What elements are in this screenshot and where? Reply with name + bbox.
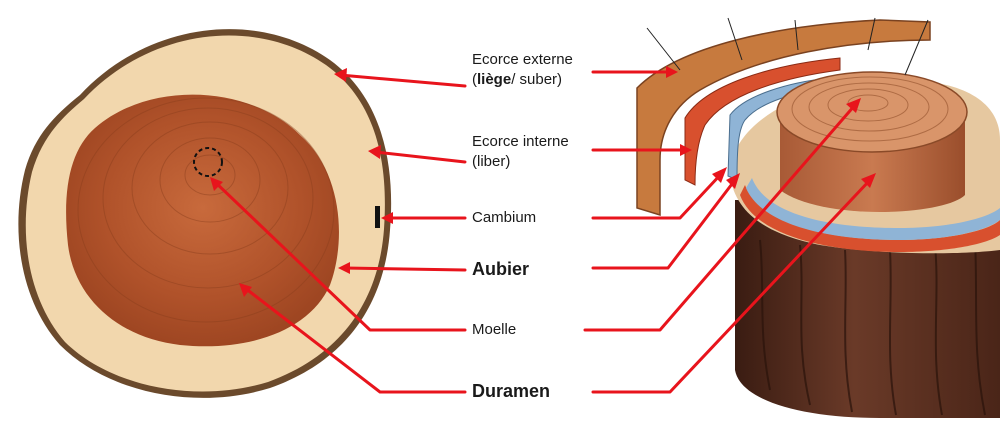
label-ecorce-interne-line2: (liber) [472,152,569,172]
label-ecorce-interne-line1: Ecorce interne [472,132,569,152]
label-ecorce-externe-line1: Ecorce externe [472,50,573,70]
arrow-aubier-right [593,180,735,268]
label-moelle: Moelle [472,320,516,340]
stump-illustration [637,18,1000,418]
cambium-marker [375,206,380,228]
liege-bold: liège [477,71,511,88]
label-ecorce-interne: Ecorce interne (liber) [472,132,569,172]
arrow-ecorce-interne-left [375,152,465,162]
label-ecorce-externe-line2: (liège/ suber) [472,70,573,90]
core-top [777,72,967,152]
label-aubier: Aubier [472,259,529,279]
arrow-ecorce-externe-left [340,75,465,86]
log-cross-section [18,29,391,398]
label-duramen: Duramen [472,381,550,401]
suber-text: / suber) [511,71,562,88]
arrow-aubier-left [345,268,465,270]
label-ecorce-externe: Ecorce externe (liège/ suber) [472,50,573,90]
label-cambium: Cambium [472,208,536,228]
